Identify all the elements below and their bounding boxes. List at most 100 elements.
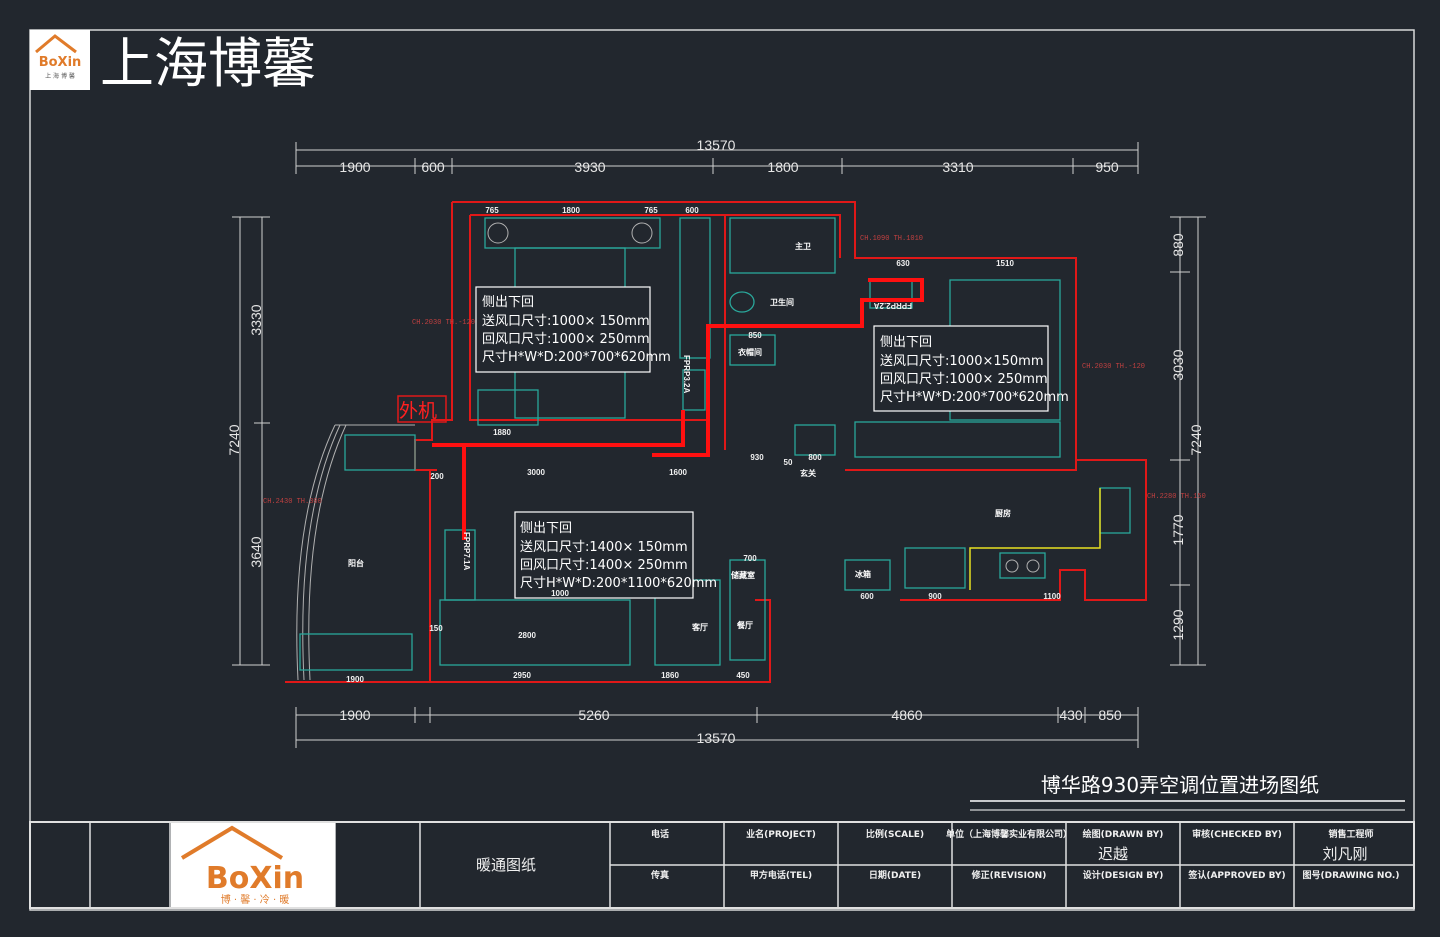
top-dimensions: 13570 1900 600 3930 1800 3310 950 bbox=[295, 137, 1139, 175]
svg-text:甲方电话(TEL): 甲方电话(TEL) bbox=[750, 869, 812, 881]
svg-text:1800: 1800 bbox=[562, 206, 580, 215]
svg-text:侧出下回: 侧出下回 bbox=[482, 295, 534, 310]
svg-text:图号(DRAWING NO.): 图号(DRAWING NO.) bbox=[1303, 870, 1400, 881]
svg-text:玄关: 玄关 bbox=[800, 468, 816, 478]
svg-text:厨房: 厨房 bbox=[995, 508, 1011, 518]
room-labels: 主卫 阳台 客厅 卫生间 餐厅 厨房 冰箱 储藏室 衣帽间 玄关 bbox=[348, 241, 1011, 632]
svg-text:1510: 1510 bbox=[996, 259, 1014, 268]
room-label-bathroom: 卫生间 bbox=[770, 297, 794, 307]
svg-text:450: 450 bbox=[736, 671, 750, 680]
svg-text:销售工程师: 销售工程师 bbox=[1328, 828, 1373, 840]
svg-text:3930: 3930 bbox=[574, 159, 605, 175]
svg-text:送风口尺寸:1400× 150mm: 送风口尺寸:1400× 150mm bbox=[520, 540, 688, 555]
svg-text:CH.2030 TH.-120: CH.2030 TH.-120 bbox=[412, 319, 475, 327]
svg-text:回风口尺寸:1000× 250mm: 回风口尺寸:1000× 250mm bbox=[880, 372, 1048, 387]
svg-text:950: 950 bbox=[1095, 159, 1119, 175]
title-block-logo: BoXin 博 · 馨 · 冷 · 暖 bbox=[171, 823, 335, 907]
right-dimensions: 880 3030 1770 1290 7240 bbox=[1170, 216, 1206, 666]
svg-text:3310: 3310 bbox=[942, 159, 973, 175]
svg-text:13570: 13570 bbox=[697, 137, 736, 153]
svg-text:1880: 1880 bbox=[493, 428, 511, 437]
unit-note-master-bedroom: 侧出下回 送风口尺寸:1000× 150mm 回风口尺寸:1000× 250mm… bbox=[475, 286, 671, 373]
svg-text:765: 765 bbox=[644, 206, 658, 215]
svg-text:衣帽间: 衣帽间 bbox=[738, 347, 762, 357]
svg-text:尺寸H*W*D:200*700*620mm: 尺寸H*W*D:200*700*620mm bbox=[482, 350, 671, 365]
svg-text:765: 765 bbox=[485, 206, 499, 215]
drawing-frame bbox=[29, 29, 1415, 911]
svg-text:630: 630 bbox=[896, 259, 910, 268]
svg-text:3000: 3000 bbox=[527, 468, 545, 477]
svg-text:7240: 7240 bbox=[1188, 424, 1204, 455]
svg-text:3030: 3030 bbox=[1170, 349, 1186, 380]
title-block: BoXin 博 · 馨 · 冷 · 暖 暖通图纸 电话 业名(PROJECT) … bbox=[29, 821, 1415, 909]
sales-engineer-value: 刘凡刚 bbox=[1322, 845, 1367, 863]
unit-note-second-bedroom: 侧出下回 送风口尺寸:1000×150mm 回风口尺寸:1000× 250mm … bbox=[873, 325, 1069, 412]
svg-text:13570: 13570 bbox=[697, 730, 736, 746]
svg-text:700: 700 bbox=[743, 554, 757, 563]
svg-text:侧出下回: 侧出下回 bbox=[520, 521, 572, 536]
unit-model: FPRP3.2A bbox=[682, 355, 691, 393]
svg-text:业名(PROJECT): 业名(PROJECT) bbox=[746, 828, 816, 840]
svg-text:餐厅: 餐厅 bbox=[736, 620, 753, 630]
svg-text:BoXin: BoXin bbox=[206, 861, 304, 896]
svg-text:600: 600 bbox=[421, 159, 445, 175]
unit-note-living-room: 侧出下回 送风口尺寸:1400× 150mm 回风口尺寸:1400× 250mm… bbox=[514, 511, 717, 599]
svg-text:博 · 馨 · 冷 · 暖: 博 · 馨 · 冷 · 暖 bbox=[221, 893, 290, 906]
svg-text:1800: 1800 bbox=[767, 159, 798, 175]
svg-text:1770: 1770 bbox=[1170, 514, 1186, 545]
svg-text:3330: 3330 bbox=[248, 304, 264, 335]
svg-text:7240: 7240 bbox=[226, 424, 242, 455]
svg-text:600: 600 bbox=[685, 206, 699, 215]
drawn-by-value: 迟越 bbox=[1098, 845, 1128, 863]
drawing-type: 暖通图纸 bbox=[476, 856, 536, 874]
svg-text:CH.2280 TH.150: CH.2280 TH.150 bbox=[1147, 493, 1206, 501]
svg-text:50: 50 bbox=[784, 458, 793, 467]
svg-text:1900: 1900 bbox=[339, 159, 370, 175]
svg-text:签认(APPROVED BY): 签认(APPROVED BY) bbox=[1187, 869, 1285, 881]
svg-text:CH.2430 TH.300: CH.2430 TH.300 bbox=[263, 498, 322, 506]
svg-text:单位（上海博馨实业有限公司）: 单位（上海博馨实业有限公司） bbox=[946, 828, 1072, 840]
svg-text:冰箱: 冰箱 bbox=[855, 569, 871, 579]
svg-text:送风口尺寸:1000×150mm: 送风口尺寸:1000×150mm bbox=[880, 354, 1044, 369]
drawing-title: 博华路930弄空调位置进场图纸 bbox=[1041, 773, 1319, 797]
walls bbox=[285, 201, 1147, 683]
svg-text:绘图(DRAWN BY): 绘图(DRAWN BY) bbox=[1083, 828, 1164, 840]
svg-text:600: 600 bbox=[860, 592, 874, 601]
bottom-dimensions: 1900 5260 4860 430 850 13570 bbox=[295, 707, 1139, 748]
svg-text:900: 900 bbox=[928, 592, 942, 601]
svg-text:1600: 1600 bbox=[669, 468, 687, 477]
balcony-outline bbox=[296, 424, 415, 681]
svg-text:200: 200 bbox=[430, 472, 444, 481]
room-label-storage: 储藏室 bbox=[730, 570, 755, 580]
svg-text:430: 430 bbox=[1059, 707, 1083, 723]
svg-text:1900: 1900 bbox=[346, 675, 364, 684]
unit-model: FPRP7.1A bbox=[462, 532, 471, 570]
outdoor-unit-label: 外机 bbox=[399, 400, 437, 422]
svg-text:850: 850 bbox=[1098, 707, 1122, 723]
svg-text:阳台: 阳台 bbox=[348, 558, 364, 568]
svg-text:比例(SCALE): 比例(SCALE) bbox=[866, 828, 924, 840]
svg-text:800: 800 bbox=[808, 453, 822, 462]
svg-text:1860: 1860 bbox=[661, 671, 679, 680]
svg-text:CH.1090 TH.1010: CH.1090 TH.1010 bbox=[860, 235, 923, 243]
left-dimensions: 3330 3640 7240 bbox=[226, 216, 270, 666]
company-title: 上海博馨 bbox=[100, 32, 316, 95]
svg-text:审核(CHECKED BY): 审核(CHECKED BY) bbox=[1192, 828, 1282, 840]
svg-text:2950: 2950 bbox=[513, 671, 531, 680]
ceiling-notes: CH.1090 TH.1010 CH.2030 TH.-120 CH.2030 … bbox=[263, 235, 1206, 506]
svg-text:主卫: 主卫 bbox=[795, 241, 811, 251]
svg-text:电话: 电话 bbox=[651, 828, 669, 840]
company-logo: BoXin 上 海 博 馨 bbox=[30, 30, 90, 90]
svg-text:尺寸H*W*D:200*700*620mm: 尺寸H*W*D:200*700*620mm bbox=[880, 390, 1069, 405]
svg-text:设计(DESIGN BY): 设计(DESIGN BY) bbox=[1083, 869, 1164, 881]
svg-text:送风口尺寸:1000× 150mm: 送风口尺寸:1000× 150mm bbox=[482, 314, 650, 329]
svg-text:BoXin: BoXin bbox=[39, 55, 82, 70]
svg-text:880: 880 bbox=[1170, 233, 1186, 257]
svg-text:回风口尺寸:1400× 250mm: 回风口尺寸:1400× 250mm bbox=[520, 558, 688, 573]
svg-text:1290: 1290 bbox=[1170, 609, 1186, 640]
refrigerant-lines bbox=[432, 278, 924, 540]
svg-text:CH.2030 TH.-120: CH.2030 TH.-120 bbox=[1082, 363, 1145, 371]
svg-text:1100: 1100 bbox=[1043, 592, 1061, 601]
svg-text:上 海 博 馨: 上 海 博 馨 bbox=[45, 72, 75, 80]
svg-text:930: 930 bbox=[750, 453, 764, 462]
